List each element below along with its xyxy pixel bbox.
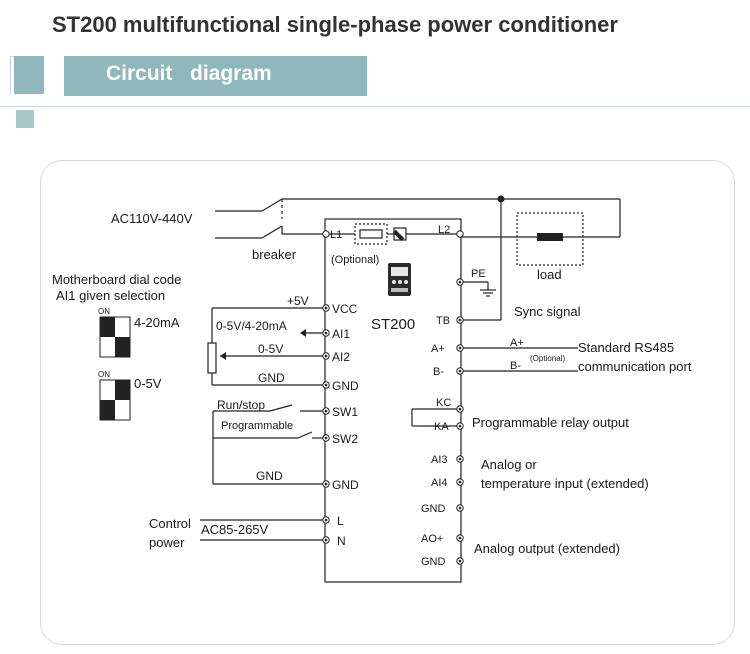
- rs485-label-1: Standard RS485: [578, 340, 674, 355]
- page-title: ST200 multifunctional single-phase power…: [52, 12, 618, 37]
- terminal-pe: PE: [471, 268, 486, 280]
- terminal-ai1: AI1: [332, 327, 350, 341]
- terminal-l: L: [337, 514, 344, 528]
- supply-label: AC110V-440V: [111, 211, 193, 226]
- motherboard-label-1: Motherboard dial code: [52, 272, 181, 287]
- switch-on-b: ON: [98, 370, 110, 379]
- control-power-label-2: power: [149, 535, 185, 550]
- terminal-gnd-4: GND: [421, 556, 446, 568]
- terminal-a-plus: A+: [431, 343, 445, 355]
- control-voltage-label: AC85-265V: [201, 522, 269, 537]
- terminal-b-minus: B-: [433, 366, 444, 378]
- terminal-l1: L1: [330, 229, 342, 241]
- terminal-sw2: SW2: [332, 432, 358, 446]
- section-header: Circuit diagram: [106, 62, 272, 85]
- run-stop-label: Run/stop: [217, 398, 265, 412]
- terminal-ai3: AI3: [431, 454, 448, 466]
- plus5v-label: +5V: [287, 294, 309, 308]
- terminal-n: N: [337, 534, 346, 548]
- section-banner: Circuit diagram: [64, 56, 367, 96]
- terminal-sw1: SW1: [332, 405, 358, 419]
- ai2-range-label: 0-5V: [258, 342, 283, 356]
- control-power-label-1: Control: [149, 516, 191, 531]
- dip-switch-4-20ma: [99, 316, 131, 358]
- b-minus-line-label: B-: [510, 360, 521, 372]
- terminal-vcc: VCC: [332, 302, 358, 316]
- decor-square: [14, 56, 44, 94]
- dip-switch-0-5v: [99, 379, 131, 421]
- ai1-range-label: 0-5V/4-20mA: [216, 319, 287, 333]
- switch-on-a: ON: [98, 307, 110, 316]
- device-display-icon: [388, 263, 411, 296]
- terminal-ao-plus: AO+: [421, 533, 443, 545]
- device-name: ST200: [371, 316, 415, 333]
- terminal-ai4: AI4: [431, 477, 448, 489]
- decor-square-small: [16, 110, 34, 128]
- terminal-l2: L2: [438, 224, 450, 236]
- device-box: [324, 218, 462, 583]
- mode-0-5v: 0-5V: [134, 376, 162, 391]
- breaker-label: breaker: [252, 247, 297, 262]
- rs485-label-2: communication port: [578, 359, 692, 374]
- optional-label: (Optional): [331, 254, 379, 266]
- terminal-ai2: AI2: [332, 350, 350, 364]
- terminal-kc: KC: [436, 397, 451, 409]
- terminal-gnd-2: GND: [332, 478, 359, 492]
- mode-4-20ma: 4-20mA: [134, 315, 180, 330]
- analog-input-label-1: Analog or: [481, 457, 537, 472]
- gnd-label-b: GND: [256, 469, 283, 483]
- a-plus-line-label: A+: [510, 337, 524, 349]
- load-label: load: [537, 267, 562, 282]
- optional-rs485-label: (Optional): [530, 354, 565, 363]
- gnd-label-a: GND: [258, 371, 285, 385]
- terminal-gnd-3: GND: [421, 503, 446, 515]
- analog-output-label: Analog output (extended): [474, 541, 620, 556]
- terminal-gnd-1: GND: [332, 379, 359, 393]
- sync-signal-label: Sync signal: [514, 304, 581, 319]
- programmable-label: Programmable: [221, 420, 293, 432]
- terminal-tb: TB: [436, 315, 450, 327]
- motherboard-label-2: AI1 given selection: [56, 288, 165, 303]
- relay-output-label: Programmable relay output: [472, 415, 629, 430]
- divider: [0, 106, 750, 107]
- terminal-ka: KA: [434, 421, 449, 433]
- analog-input-label-2: temperature input (extended): [481, 476, 649, 491]
